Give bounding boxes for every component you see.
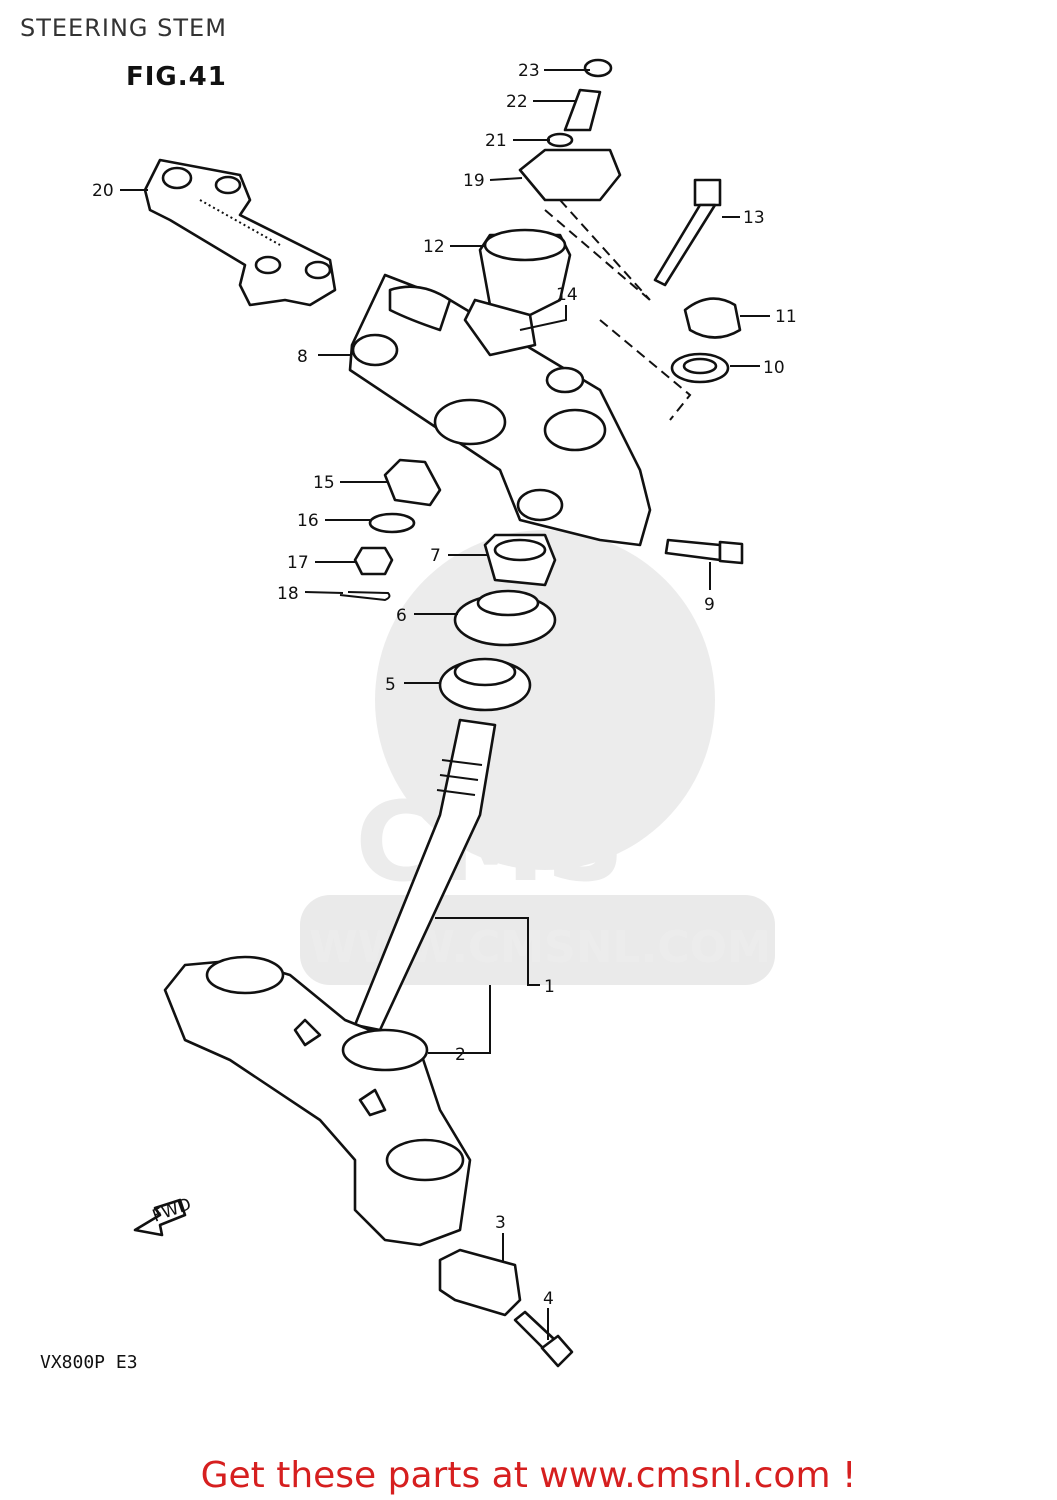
part-washer-21 [546,132,574,148]
callout-5: 5 [385,675,396,695]
part-clamp-3 [438,1248,522,1317]
callout-8: 8 [297,347,308,367]
callouts: 23 22 21 19 20 12 13 14 11 10 8 15 16 17… [92,61,797,1309]
callout-3: 3 [495,1213,506,1233]
callout-16: 16 [297,511,319,531]
callout-18: 18 [277,584,299,604]
part-cap-23 [583,58,613,78]
part-nut-17 [353,546,394,576]
callout-14: 14 [556,285,578,305]
callout-2: 2 [455,1045,466,1065]
leader-lines [120,69,770,1340]
part-cotter-pin-18 [339,591,391,602]
part-handlebar-holder [518,148,622,202]
part-washer-16 [368,512,416,534]
callout-19: 19 [463,171,485,191]
callout-15: 15 [313,473,335,493]
callout-6: 6 [396,606,407,626]
part-lower-bracket [163,955,472,1247]
part-stem-nut [463,228,572,357]
forward-arrow-icon: FWD [133,1194,194,1237]
part-dust-seal-2 [341,1028,429,1072]
part-bearing-6 [453,589,557,647]
part-bearing-5 [438,657,532,712]
callout-7: 7 [430,546,441,566]
part-bolt-9 [664,538,744,565]
part-handlebar-bracket [143,158,337,307]
model-label: VX800P E3 [40,1352,138,1373]
callout-21: 21 [485,131,507,151]
callout-1: 1 [544,977,555,997]
part-cap-nut-11 [683,297,742,339]
figure-number: FIG.41 [126,62,227,92]
callout-9: 9 [704,595,715,615]
part-bolt-22 [563,88,602,132]
callout-22: 22 [506,92,528,112]
callout-4: 4 [543,1289,554,1309]
part-stem-nut-7 [483,533,557,587]
callout-10: 10 [763,358,785,378]
callout-17: 17 [287,553,309,573]
part-damper-15 [383,458,442,507]
callout-20: 20 [92,181,114,201]
callout-13: 13 [743,208,765,228]
watermark-logo-text: CMS [355,778,624,906]
footer-link[interactable]: Get these parts at www.cmsnl.com ! [200,1455,857,1496]
callout-12: 12 [423,237,445,257]
callout-23: 23 [518,61,540,81]
part-bolt-4 [513,1310,574,1368]
callout-11: 11 [775,307,797,327]
forward-arrow-label: FWD [150,1194,194,1226]
page-title: STEERING STEM [20,14,227,42]
part-bolt-13 [653,178,722,287]
